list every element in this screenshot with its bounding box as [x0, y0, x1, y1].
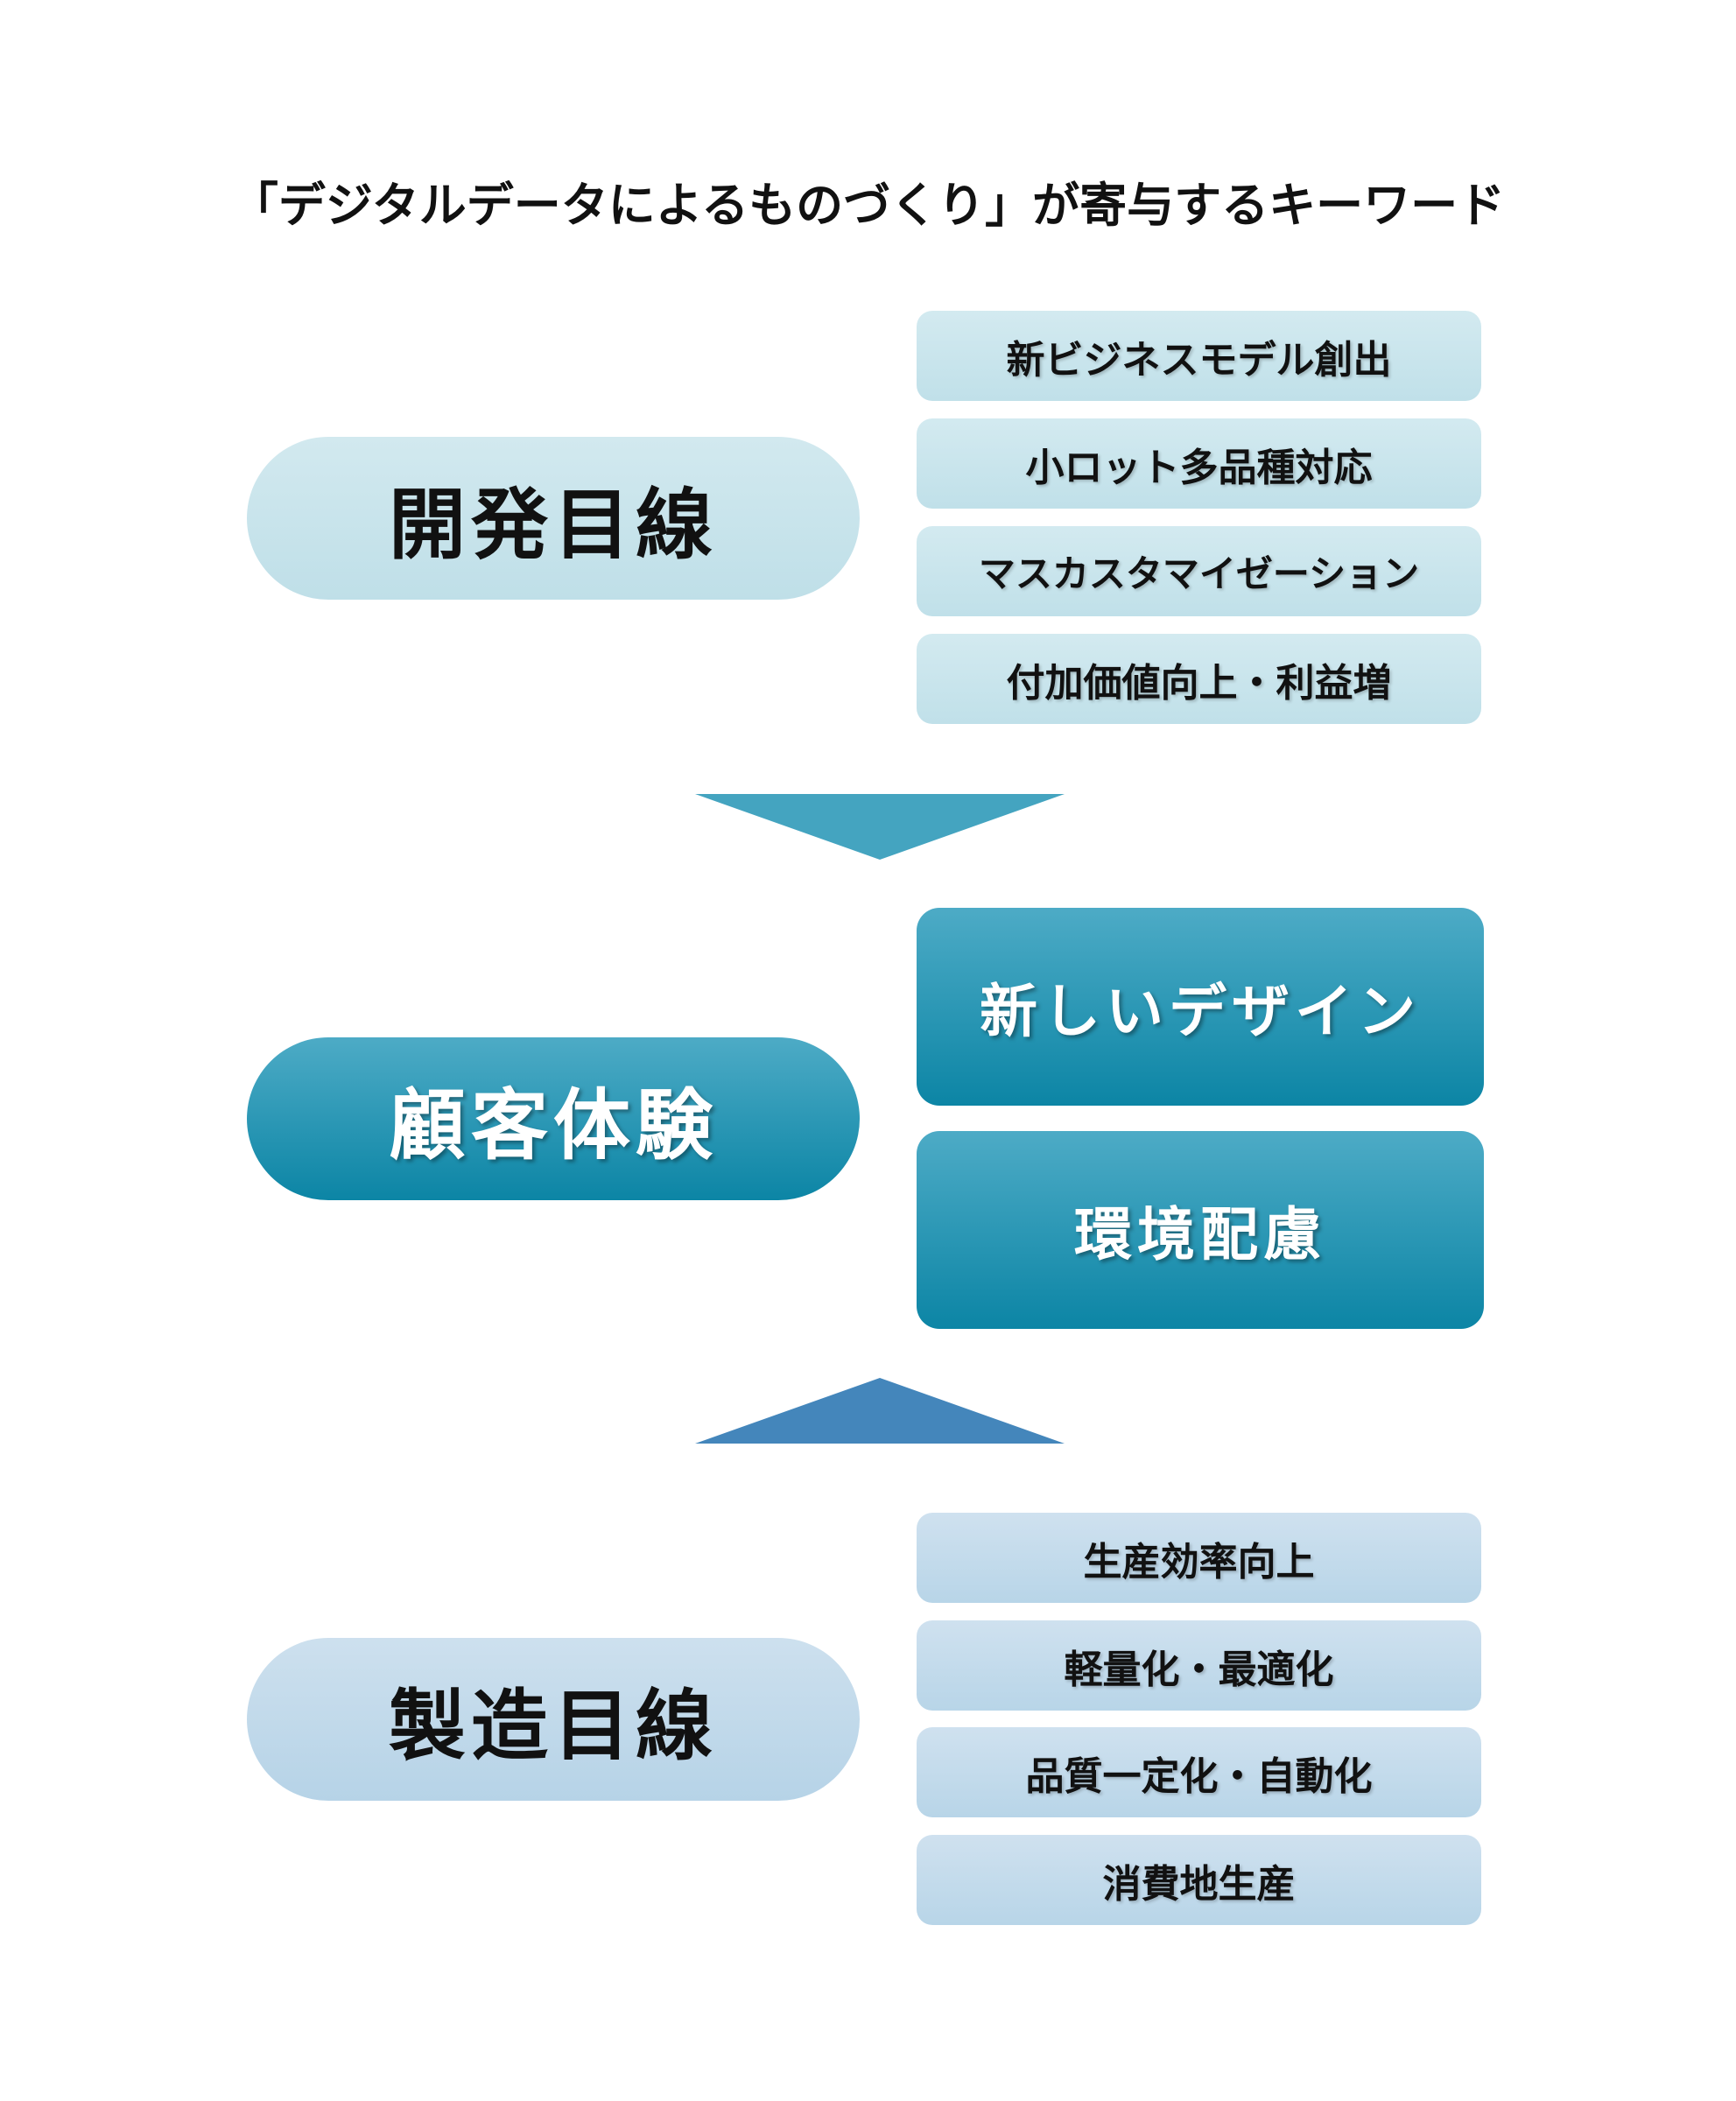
development-perspective-label: 開発目線 — [247, 437, 860, 600]
manufacturing-keyword: 生産効率向上 — [917, 1513, 1481, 1603]
customer-keyword: 環境配慮 — [917, 1131, 1484, 1329]
diagram-title: 「デジタルデータによるものづくり」が寄与するキーワード — [230, 178, 1506, 233]
development-keyword: マスカスタマイゼーション — [917, 526, 1481, 616]
development-keyword: 付加価値向上・利益増 — [917, 634, 1481, 724]
customer-keyword: 新しいデザイン — [917, 908, 1484, 1106]
manufacturing-keyword: 消費地生産 — [917, 1835, 1481, 1925]
manufacturing-keyword: 軽量化・最適化 — [917, 1620, 1481, 1711]
customer-experience-label: 顧客体験 — [247, 1037, 860, 1200]
development-keyword: 新ビジネスモデル創出 — [917, 311, 1481, 401]
development-keyword: 小ロット多品種対応 — [917, 418, 1481, 509]
manufacturing-perspective-label: 製造目線 — [247, 1638, 860, 1801]
arrow-down-icon — [695, 794, 1065, 860]
arrow-up-icon — [695, 1378, 1065, 1444]
manufacturing-keyword: 品質一定化・自動化 — [917, 1727, 1481, 1817]
